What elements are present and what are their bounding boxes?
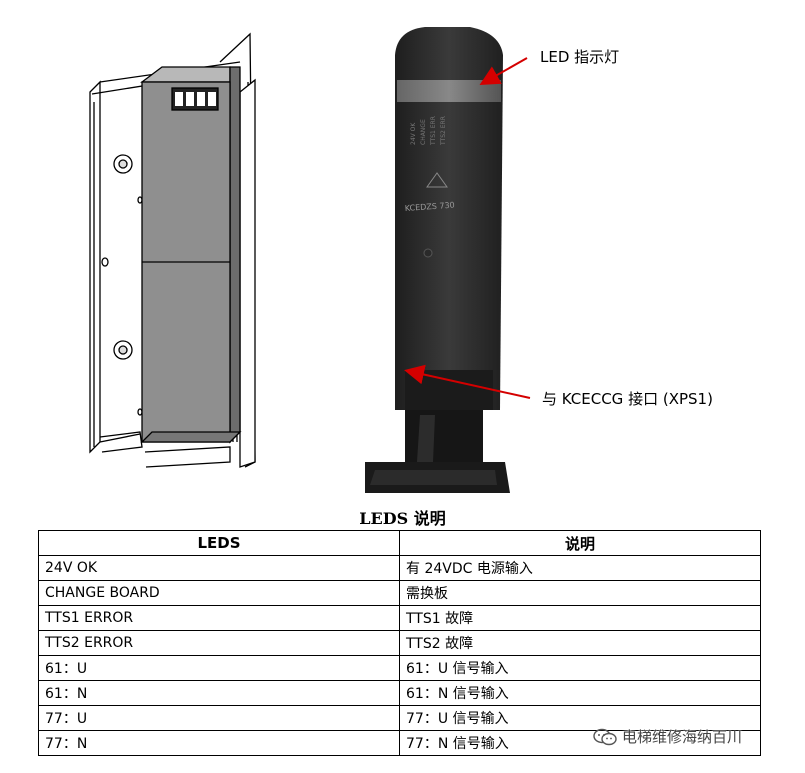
svg-text:TTS1 ERR: TTS1 ERR (430, 116, 437, 146)
led-name: 61：U (38, 655, 400, 681)
led-description: 61：U 信号输入 (399, 655, 761, 681)
svg-text:24V OK: 24V OK (410, 122, 417, 145)
svg-text:TTS2 ERR: TTS2 ERR (440, 116, 447, 146)
watermark: 电梯维修海纳百川 (592, 726, 742, 747)
led-description: TTS1 故障 (399, 605, 761, 631)
figure-area: 24V OK CHANGE TTS1 ERR TTS2 ERR KCEDZS 7… (89, 27, 713, 493)
led-description: 77：N 信号输入 (399, 730, 761, 756)
table-caption: LEDS 说明 (359, 509, 446, 528)
watermark-text: 电梯维修海纳百川 (622, 728, 743, 746)
header-leds: LEDS (38, 530, 400, 556)
led-name: 24V OK (38, 555, 400, 581)
connector-arrow (404, 364, 531, 399)
led-description: 需换板 (399, 580, 761, 606)
led-callout-label: LED 指示灯 (540, 48, 620, 66)
cabinet-line-drawing (89, 32, 256, 468)
led-name: TTS1 ERROR (38, 605, 400, 631)
callout-arrows (404, 57, 531, 399)
led-description: 有 24VDC 电源输入 (399, 555, 761, 581)
led-name: 77：U (38, 705, 400, 731)
device-photo: 24V OK CHANGE TTS1 ERR TTS2 ERR KCEDZS 7… (365, 27, 510, 493)
led-name: 61：N (38, 680, 400, 706)
connector-callout-label: 与 KCECCG 接口 (XPS1) (542, 390, 713, 408)
header-description: 说明 (399, 530, 761, 556)
led-name: 77：N (38, 730, 400, 756)
wechat-icon (593, 728, 617, 745)
led-description: 61：N 信号输入 (399, 680, 761, 706)
led-name: CHANGE BOARD (38, 580, 400, 606)
svg-text:CHANGE: CHANGE (420, 119, 427, 145)
led-name: TTS2 ERROR (38, 630, 400, 656)
device-model-label: KCEDZS 730 (405, 201, 455, 213)
table-header-row: LEDS 说明 (38, 530, 761, 556)
led-description: TTS2 故障 (399, 630, 761, 656)
led-arrow (479, 57, 528, 85)
